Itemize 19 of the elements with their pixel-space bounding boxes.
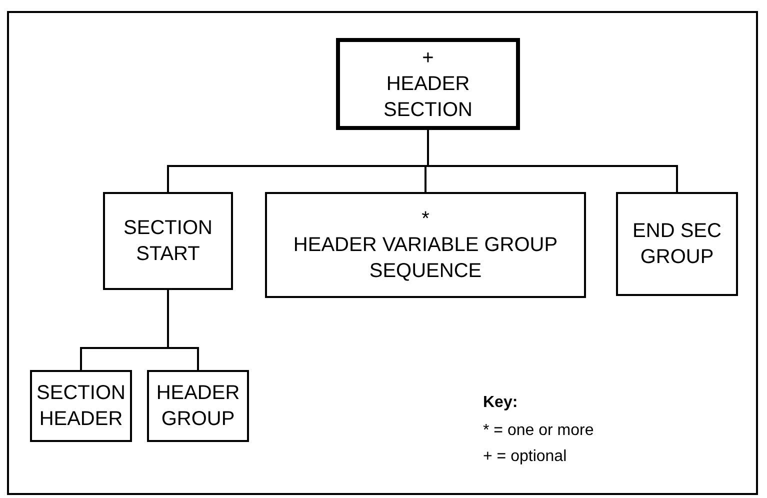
box-label: +: [422, 46, 434, 71]
box-label: *: [422, 207, 430, 232]
connector-line: [167, 290, 199, 370]
process-box: [30, 370, 132, 442]
process-box: [336, 38, 520, 130]
key-entry: + = optional: [483, 448, 567, 466]
process-box: [265, 192, 586, 298]
key-heading: Key:: [483, 394, 518, 412]
box-label: HEADER VARIABLE GROUP SEQUENCE: [292, 233, 559, 284]
box-label: SECTION HEADER: [36, 381, 126, 432]
box-label: HEADER GROUP: [155, 381, 241, 432]
process-box: [103, 192, 233, 290]
connector-line: [427, 130, 678, 192]
box-label: END SEC GROUP: [632, 219, 722, 270]
box-label: HEADER SECTION: [382, 72, 474, 123]
process-box: [616, 192, 738, 296]
box-label: SECTION START: [122, 216, 214, 267]
process-box: [147, 370, 249, 442]
key-entry: * = one or more: [483, 422, 594, 440]
